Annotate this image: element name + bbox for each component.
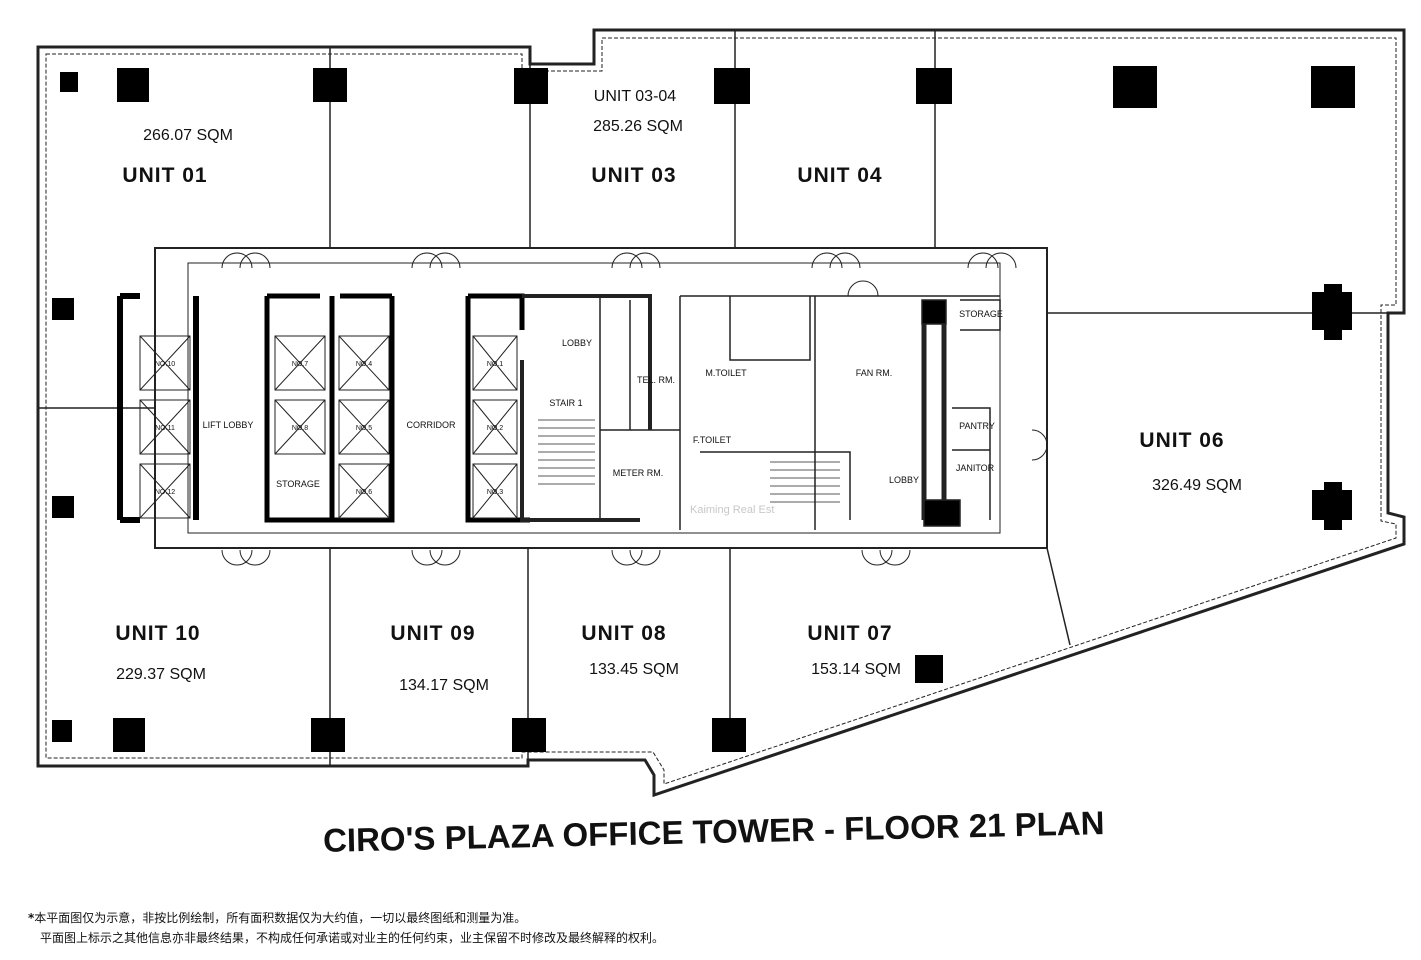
- unit-01-name: UNIT 01: [122, 164, 207, 187]
- room-labels: LIFT LOBBY CORRIDOR STORAGE LOBBY STAIR …: [203, 309, 1003, 489]
- unit-06-area: 326.49 SQM: [1152, 477, 1242, 494]
- east-storage-label: STORAGE: [959, 309, 1003, 319]
- lift-lobby-label: LIFT LOBBY: [203, 420, 254, 430]
- stairs: [538, 419, 840, 503]
- stair-1-label: STAIR 1: [549, 398, 582, 408]
- unit-09-name: UNIT 09: [390, 622, 475, 645]
- lift-label: NO.2: [487, 425, 503, 432]
- unit-01-area: 266.07 SQM: [143, 127, 233, 144]
- pantry-label: PANTRY: [959, 421, 995, 431]
- building-envelope: [36, 28, 1406, 798]
- lift-label: NO.6: [356, 489, 372, 496]
- lift-labels: NO.10 NO.11 NO.12 NO.7 NO.8 NO.4 NO.5 NO…: [155, 361, 503, 496]
- disclaimer-notes: *本平面图仅为示意，非按比例绘制，所有面积数据仅为大约值，一切以最终图纸和测量为…: [28, 908, 928, 948]
- unit-partitions: [38, 30, 1388, 766]
- lift-label: NO.7: [292, 361, 308, 368]
- core-storage-label: STORAGE: [276, 479, 320, 489]
- fan-rm-label: FAN RM.: [856, 368, 893, 378]
- lift-label: NO.1: [487, 361, 503, 368]
- unit-08-area: 133.45 SQM: [589, 661, 679, 678]
- watermark: Kaiming Real Est: [690, 504, 774, 516]
- lift-label: NO.5: [356, 425, 372, 432]
- core-outline: [154, 247, 1048, 549]
- lift-label: NO.10: [155, 361, 175, 368]
- unit-0304-area: 285.26 SQM: [593, 118, 683, 135]
- unit-10-name: UNIT 10: [115, 622, 200, 645]
- lift-label: NO.12: [155, 489, 175, 496]
- f-toilet-label: F.TOILET: [693, 435, 732, 445]
- unit-labels: UNIT 01 266.07 SQM UNIT 03-04 285.26 SQM…: [115, 88, 1242, 694]
- unit-0304-name: UNIT 03-04: [594, 88, 677, 105]
- lift-label: NO.8: [292, 425, 308, 432]
- m-toilet-label: M.TOILET: [705, 368, 747, 378]
- unit-07-area: 153.14 SQM: [811, 661, 901, 678]
- lift-cars: [139, 335, 518, 519]
- corridor-label: CORRIDOR: [407, 420, 456, 430]
- unit-03-name: UNIT 03: [591, 164, 676, 187]
- plan-title: CIRO'S PLAZA OFFICE TOWER - FLOOR 21 PLA…: [323, 804, 1105, 859]
- unit-10-area: 229.37 SQM: [116, 666, 206, 683]
- lift-label: NO.4: [356, 361, 372, 368]
- meter-rm-label: METER RM.: [613, 468, 664, 478]
- unit-04-name: UNIT 04: [797, 164, 882, 187]
- lift-label: NO.3: [487, 489, 503, 496]
- unit-07-name: UNIT 07: [807, 622, 892, 645]
- unit-06-name: UNIT 06: [1139, 429, 1224, 452]
- structural-columns: [52, 66, 1355, 752]
- lobby-1-label: LOBBY: [562, 338, 592, 348]
- disclaimer-line-2: 平面图上标示之其他信息亦非最终结果，不构成任何承诺或对业主的任何约束，业主保留不…: [40, 931, 665, 945]
- janitor-label: JANITOR: [956, 463, 995, 473]
- disclaimer-line-1: *本平面图仅为示意，非按比例绘制，所有面积数据仅为大约值，一切以最终图纸和测量为…: [28, 911, 527, 925]
- lobby-2-label: LOBBY: [889, 475, 919, 485]
- lift-label: NO.11: [155, 425, 175, 432]
- service-rooms: [520, 294, 1001, 530]
- note-marker: *: [28, 911, 35, 925]
- unit-08-name: UNIT 08: [581, 622, 666, 645]
- door-swings: [221, 252, 1048, 566]
- tel-rm-label: TEL. RM.: [637, 375, 675, 385]
- unit-09-area: 134.17 SQM: [399, 677, 489, 694]
